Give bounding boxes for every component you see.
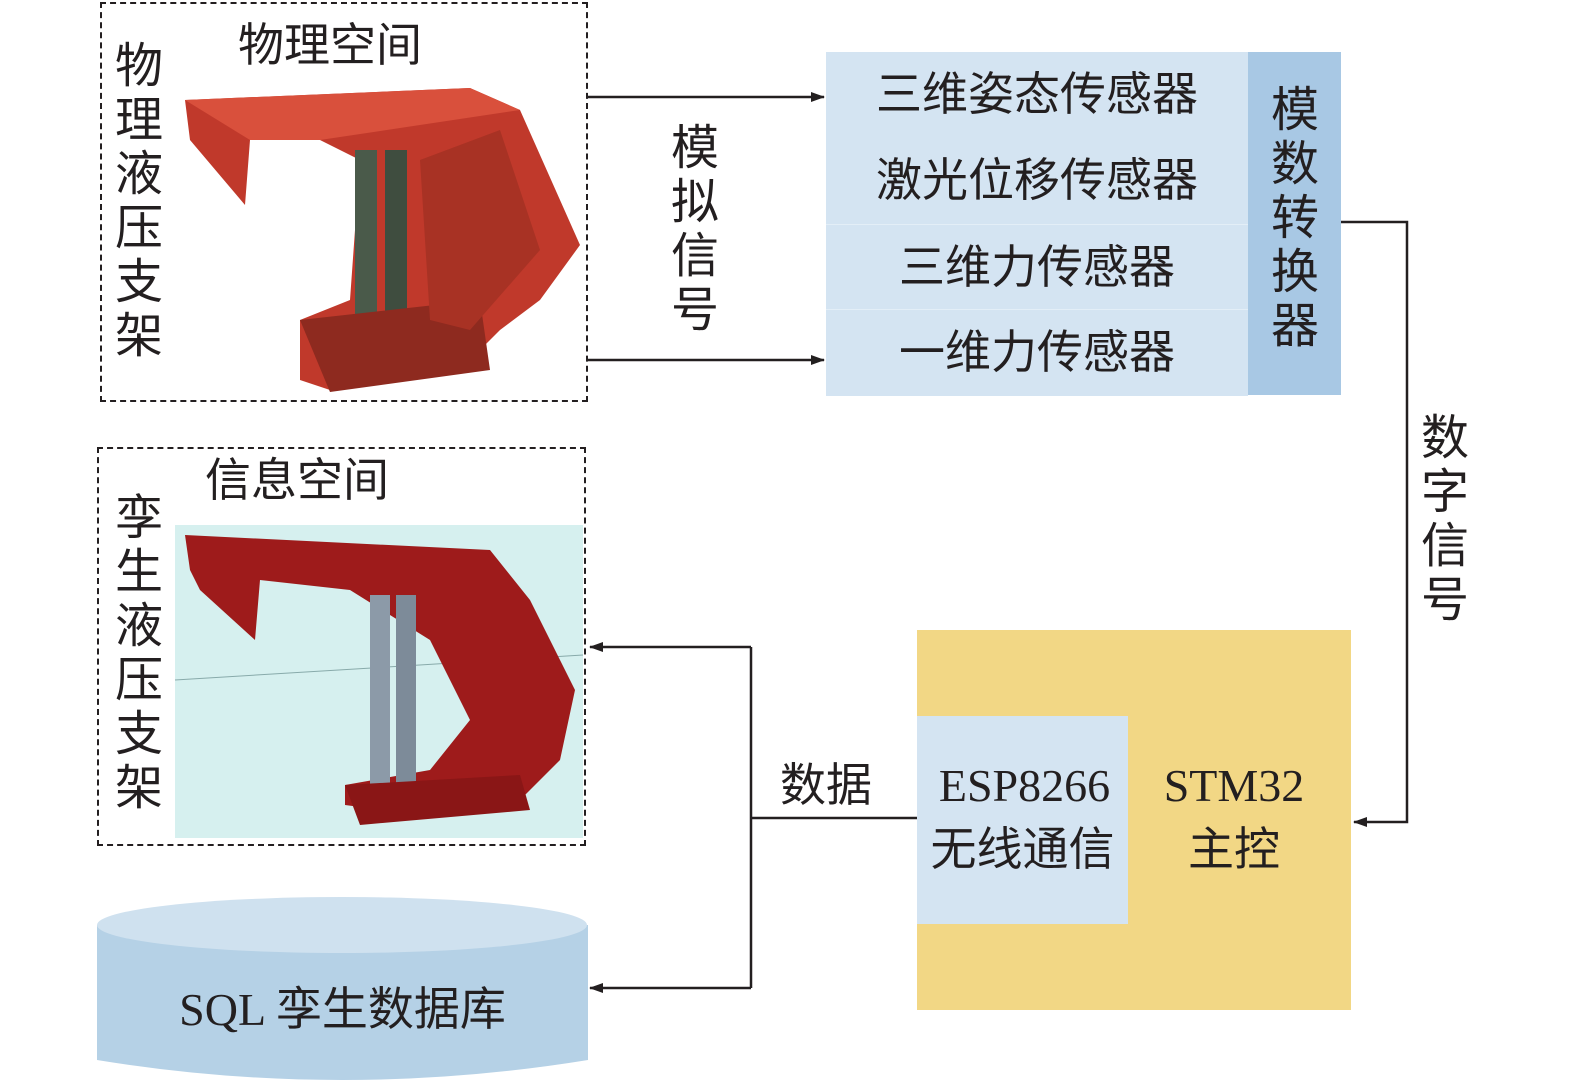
- sensor-force-1d: 一维力传感器: [826, 309, 1248, 396]
- info-space-box: [97, 447, 586, 846]
- arrow-converter-to-controller: [1341, 220, 1409, 827]
- twin-support-label: 孪生液压支架: [114, 492, 163, 815]
- stm32-label: STM32: [1163, 760, 1305, 811]
- wireless-comm-label: 无线通信: [930, 824, 1115, 875]
- info-space-title: 信息空间: [205, 455, 389, 506]
- ad-converter-label: 模数转换器: [1270, 84, 1319, 353]
- data-label: 数据: [780, 760, 872, 811]
- database-cylinder: [97, 897, 588, 1080]
- twin-support-image: [174, 525, 584, 838]
- physical-space-box: [100, 2, 588, 402]
- analog-signal-label: 模拟信号: [670, 122, 719, 337]
- sensor-laser-displacement: 激光位移传感器: [826, 138, 1248, 224]
- physical-support-label: 物理液压支架: [114, 40, 163, 363]
- sensor-force-3d: 三维力传感器: [826, 224, 1248, 311]
- esp8266-label: ESP8266: [938, 760, 1111, 811]
- database-label: SQL 孪生数据库: [179, 984, 506, 1035]
- stm32-controller-box: ESP8266 无线通信 STM32 主控: [917, 630, 1351, 1010]
- ad-converter: 模数转换器: [1248, 52, 1341, 395]
- main-control-label: 主控: [1188, 824, 1280, 875]
- sensor-attitude-3d: 三维姿态传感器: [826, 52, 1248, 138]
- physical-support-image: [185, 88, 580, 392]
- esp8266-module-box: [917, 716, 1128, 924]
- digital-signal-label: 数字信号: [1420, 412, 1469, 627]
- physical-space-title: 物理空间: [238, 20, 422, 71]
